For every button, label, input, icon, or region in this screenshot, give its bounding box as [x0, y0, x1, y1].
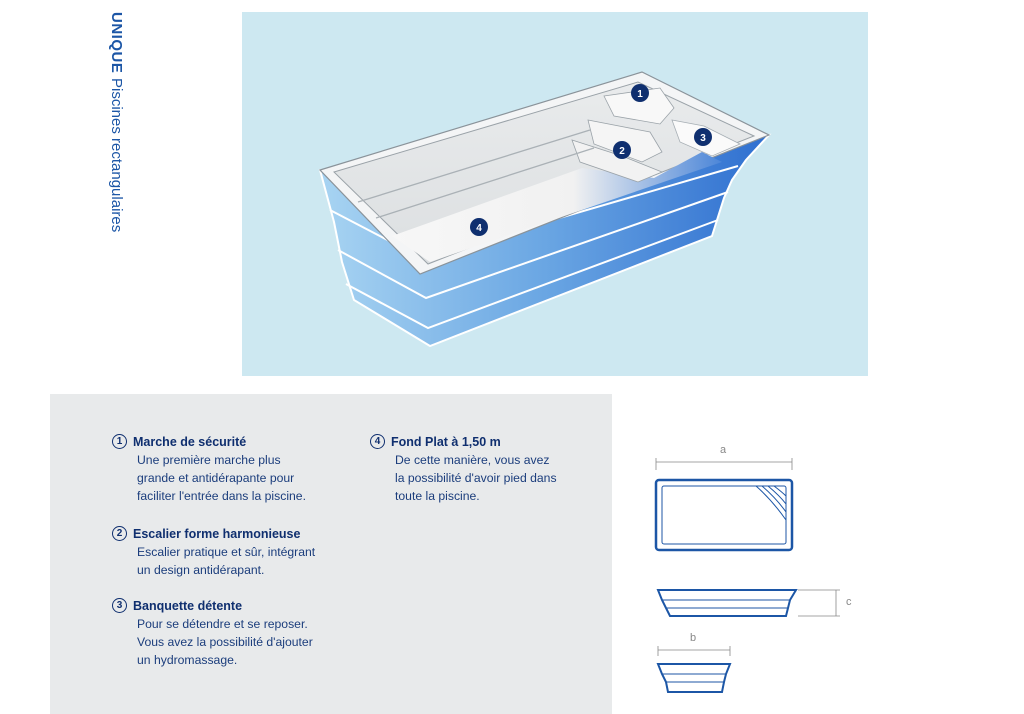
end-view — [656, 663, 732, 693]
feature-2: 2 Escalier forme harmonieuse Escalier pra… — [112, 526, 352, 579]
feature-3: 3 Banquette détente Pour se détendre et s… — [112, 598, 352, 669]
feature-4-line: toute la piscine. — [395, 489, 480, 503]
feature-2-title: Escalier forme harmonieuse — [133, 526, 301, 541]
feature-1-title: Marche de sécurité — [133, 434, 247, 449]
feature-4-line: De cette manière, vous avez — [395, 453, 550, 467]
dimension-c-line — [798, 589, 840, 617]
feature-4-title: Fond Plat à 1,50 m — [391, 434, 501, 449]
feature-3-line: Pour se détendre et se reposer. — [137, 617, 308, 631]
marker-1: 1 — [631, 84, 649, 102]
feature-1: 1 Marche de sécurité Une première marche … — [112, 434, 352, 505]
vertical-title: UNIQUE Piscines rectangulaires — [108, 12, 125, 233]
marker-4-label: 4 — [476, 223, 482, 234]
brand-name: UNIQUE — [108, 12, 125, 74]
feature-1-line: Une première marche plus — [137, 453, 281, 467]
feature-4: 4 Fond Plat à 1,50 m De cette manière, vo… — [370, 434, 610, 505]
pool-ledge-line-1 — [357, 129, 591, 203]
pool-body-tier-2 — [337, 191, 729, 300]
feature-3-line: Vous avez la possibilité d'ajouter — [137, 635, 313, 649]
dimension-a-line — [655, 458, 793, 470]
dimension-b-label: b — [690, 632, 697, 644]
marker-4: 4 — [470, 218, 488, 236]
page-subtitle: Piscines rectangulaires — [108, 77, 125, 233]
pool-step-1 — [603, 87, 675, 125]
feature-3-description: Pour se détendre et se reposer. Vous ave… — [137, 615, 352, 669]
feature-3-line: un hydromassage. — [137, 653, 238, 667]
feature-3-title: Banquette détente — [133, 598, 243, 613]
marker-2-label: 2 — [619, 146, 625, 157]
dimension-diagrams: a c b — [640, 440, 870, 700]
feature-1-description: Une première marche plus grande et antid… — [137, 451, 352, 505]
feature-2-line: un design antidérapant. — [137, 563, 265, 577]
pool-inner-basin — [333, 81, 756, 265]
marker-2: 2 — [613, 141, 631, 159]
features-panel: 1 Marche de sécurité Une première marche … — [50, 394, 612, 714]
pool-illustration: 1 2 3 4 — [318, 71, 772, 348]
feature-1-line: grande et antidérapante pour — [137, 471, 295, 485]
feature-2-number: 2 — [112, 526, 127, 541]
feature-2-description: Escalier pratique et sûr, intégrant un d… — [137, 543, 352, 579]
pool-step-2 — [587, 119, 663, 163]
pool-ledge-line-2 — [375, 147, 595, 219]
dimension-a-label: a — [720, 444, 727, 456]
feature-4-number: 4 — [370, 434, 385, 449]
feature-4-description: De cette manière, vous avez la possibili… — [395, 451, 610, 505]
pool-illustration-panel: 1 2 3 4 — [242, 12, 868, 376]
marker-1-label: 1 — [637, 89, 643, 100]
feature-1-number: 1 — [112, 434, 127, 449]
feature-2-line: Escalier pratique et sûr, intégrant — [137, 545, 316, 559]
feature-3-number: 3 — [112, 598, 127, 613]
dimension-c-label: c — [846, 596, 852, 608]
feature-1-line: faciliter l'entrée dans la piscine. — [137, 489, 306, 503]
top-view — [654, 478, 794, 552]
pool-body-tier-3 — [345, 219, 719, 330]
feature-4-line: la possibilité d'avoir pied dans — [395, 471, 557, 485]
side-view — [656, 589, 798, 617]
marker-3-label: 3 — [700, 133, 706, 144]
dimension-b-line — [657, 646, 731, 656]
marker-3: 3 — [694, 128, 712, 146]
dimension-drawings — [654, 458, 840, 693]
